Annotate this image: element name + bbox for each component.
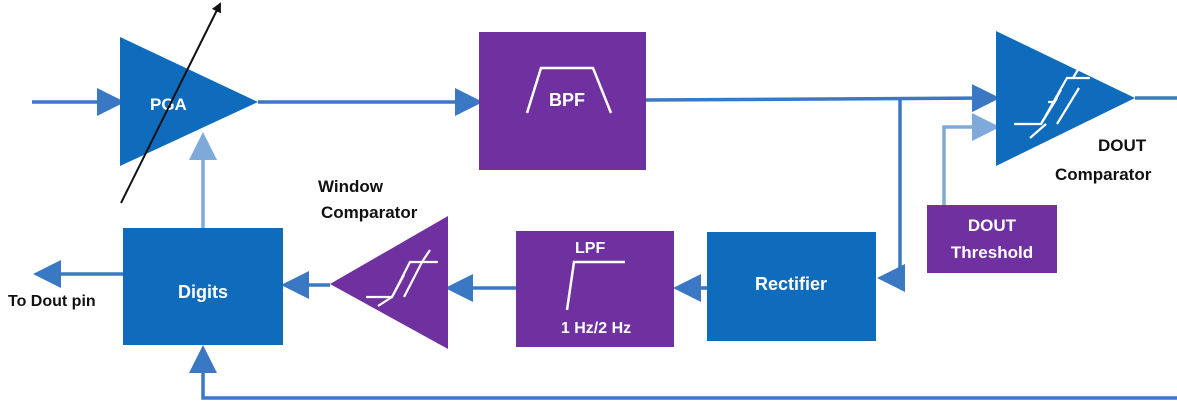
bpf-to-comparator-wire [645,84,1000,113]
lpf-block: LPF 1 Hz/2 Hz [516,231,674,347]
lpf-freq-label: 1 Hz/2 Hz [561,320,631,337]
lpf-box [516,231,674,347]
lpf-label: LPF [575,240,605,257]
digits-box [123,228,283,345]
rectifier-box [707,232,876,341]
tap-to-rectifier-wire [877,100,905,292]
pga-label: PGA [150,95,187,114]
dout-comparator-block: DOUT Comparator [996,31,1152,184]
dout-threshold-block: DOUT Threshold [927,205,1057,273]
dout-comparator-triangle [996,31,1135,166]
rectifier-label: Rectifier [755,274,827,294]
dout-pin-label: To Dout pin [8,293,96,310]
window-comparator-label-1: Window [318,177,384,196]
bottom-feedback-wire [189,345,1177,400]
dout-threshold-box [927,205,1057,273]
bpf-icon [525,66,613,114]
dout-threshold-label-2: Threshold [951,243,1033,262]
threshold-to-comparator-wire [942,113,1000,205]
rectifier-block: Rectifier [707,232,876,341]
digits-label: Digits [178,282,228,302]
dout-comparator-label-1: DOUT [1098,136,1147,155]
bpf-box [479,32,646,170]
window-comparator-label-2: Comparator [321,203,418,222]
hysteresis-icon [1014,67,1090,139]
wires [32,84,1177,400]
window-comparator-triangle [330,216,448,349]
pga-block: PGA [120,2,258,204]
digits-block: Digits [123,228,283,345]
window-comparator-block: Window Comparator [318,177,448,349]
pga-gain-arrow [120,2,221,204]
window-hysteresis-icon [366,249,438,307]
lpf-icon [565,260,625,311]
dout-threshold-label-1: DOUT [968,216,1017,235]
pga-triangle [120,37,258,166]
bpf-label: BPF [549,90,585,110]
bpf-block: BPF [479,32,646,170]
dout-comparator-label-2: Comparator [1055,165,1152,184]
